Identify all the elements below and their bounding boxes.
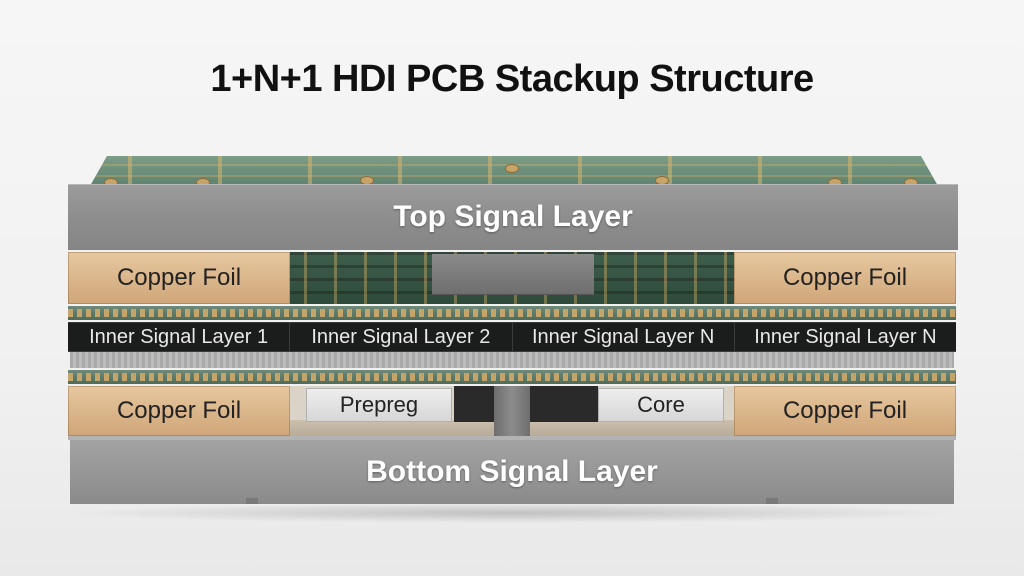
copper-foil-top-left: Copper Foil xyxy=(68,252,290,304)
prepreg-block: Prepreg xyxy=(306,388,452,422)
inner-signal-layer-1: Inner Signal Layer 1 xyxy=(68,322,291,352)
prepreg-band-lower xyxy=(68,370,956,384)
top-signal-layer: Top Signal Layer xyxy=(68,184,958,250)
via-pad xyxy=(505,164,519,173)
cavity-gap-left xyxy=(454,386,494,422)
prepreg-band-upper xyxy=(68,306,956,320)
dielectric-band xyxy=(70,352,954,368)
inner-signal-layer-2: Inner Signal Layer 2 xyxy=(290,322,513,352)
core-block: Core xyxy=(598,388,724,422)
floor-shadow xyxy=(60,503,964,523)
embedded-chip xyxy=(432,254,594,294)
cavity-gap-right xyxy=(530,386,598,422)
inner-signal-layer-n: Inner Signal Layer N xyxy=(513,322,735,352)
board-notch xyxy=(766,498,778,504)
board-notch xyxy=(246,498,258,504)
inner-signal-layers: Inner Signal Layer 1 Inner Signal Layer … xyxy=(68,322,956,352)
copper-foil-bottom-right: Copper Foil xyxy=(734,386,956,436)
inner-signal-layer-n-right: Inner Signal Layer N xyxy=(754,325,937,348)
copper-foil-bottom-left: Copper Foil xyxy=(68,386,290,436)
separator-line xyxy=(68,436,956,440)
via-pillar xyxy=(494,386,530,436)
copper-foil-top-right: Copper Foil xyxy=(734,252,956,304)
bottom-signal-layer: Bottom Signal Layer xyxy=(70,440,954,504)
diagram-title: 1+N+1 HDI PCB Stackup Structure xyxy=(210,58,814,100)
